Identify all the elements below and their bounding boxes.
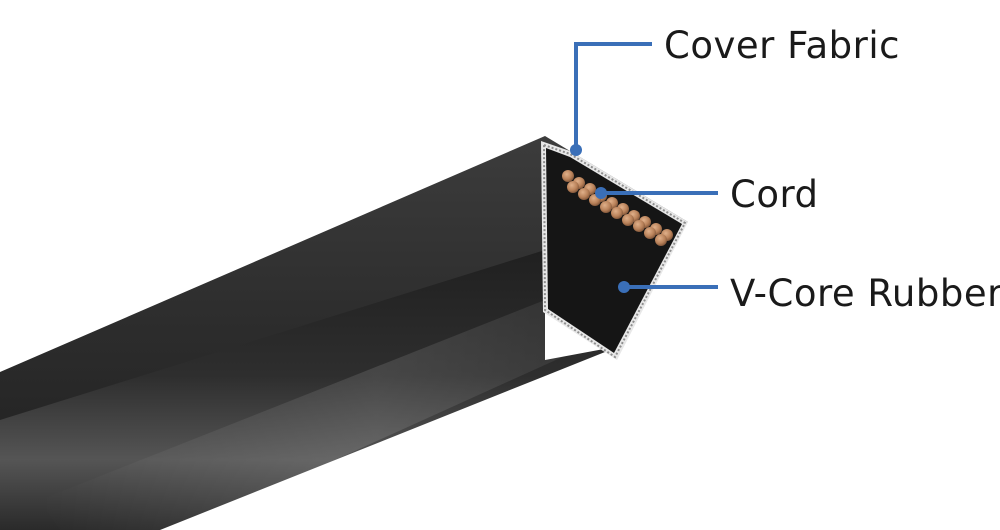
belt-sheen: [40, 300, 600, 530]
cord-label: Cord: [730, 173, 819, 216]
cover-fabric-dots: [542, 143, 687, 359]
leader-lines: [574, 42, 718, 289]
cover-fabric-leader-line: [574, 42, 652, 150]
cord-leader-dot: [595, 187, 607, 199]
leader-dots: [570, 144, 630, 293]
cover-fabric-label: Cover Fabric: [664, 24, 900, 67]
cover-fabric-leader-dot: [570, 144, 582, 156]
v-core-rubber-leader-dot: [618, 281, 630, 293]
belt-cross-section: [541, 141, 688, 360]
v-core-rubber-area: [546, 148, 682, 353]
v-core-rubber-label: V-Core Rubber: [730, 272, 1000, 315]
